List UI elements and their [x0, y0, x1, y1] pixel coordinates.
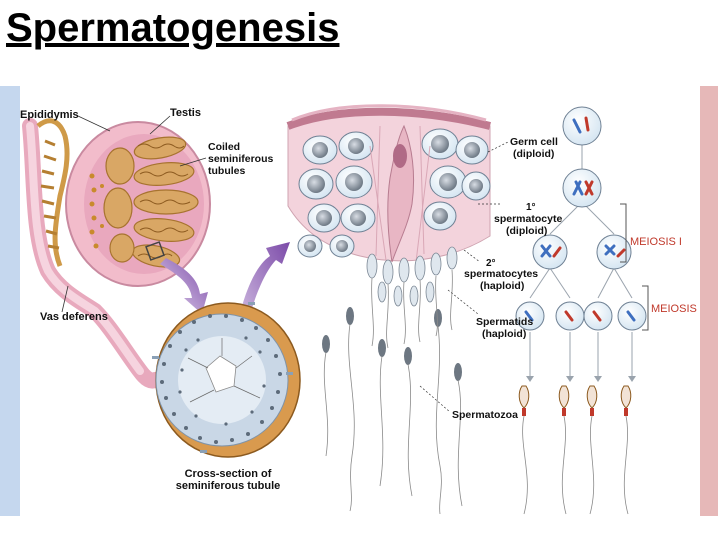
label-spermatids: Spermatids [476, 316, 533, 328]
left-accent-bar [0, 86, 20, 516]
testis-illustration [22, 115, 211, 389]
label-coiled-1: Coiled [208, 141, 240, 153]
figure-svg: Epididymis Testis Coiled seminiferous tu… [20, 104, 706, 515]
label-secondary-marker: 2° [486, 258, 496, 269]
slide-title: Spermatogenesis [6, 6, 340, 50]
label-germ-diploid: (diploid) [513, 148, 554, 160]
label-germ-cell: Germ cell [510, 136, 558, 148]
label-secondary-spermatocytes: spermatocytes [464, 268, 538, 280]
tubule-cross-section [152, 302, 301, 458]
spermatozoa-row [518, 385, 632, 515]
label-primary-diploid: (diploid) [506, 225, 547, 237]
label-coiled-3: tubules [208, 165, 245, 177]
zoom-arrow-cross-section [160, 258, 208, 314]
label-primary-marker: 1° [526, 202, 536, 213]
label-testis: Testis [170, 107, 201, 119]
right-accent-bar [700, 86, 718, 516]
label-meiosis-2: MEIOSIS II [651, 303, 700, 315]
label-spermatids-haploid: (haploid) [482, 328, 526, 340]
seminiferous-epithelium [286, 104, 491, 515]
label-vas-deferens: Vas deferens [40, 311, 108, 323]
label-coiled-2: seminiferous [208, 153, 274, 165]
meiosis-diagram [419, 106, 649, 515]
label-secondary-haploid: (haploid) [480, 280, 524, 292]
label-cross-section-2: seminiferous tubule [176, 480, 281, 492]
figure-labels: Epididymis Testis Coiled seminiferous tu… [20, 107, 706, 492]
label-primary-spermatocyte: spermatocyte [494, 213, 562, 225]
label-meiosis-1: MEIOSIS I [630, 236, 682, 248]
spermatogenesis-figure: Epididymis Testis Coiled seminiferous tu… [20, 86, 706, 516]
label-spermatozoa: Spermatozoa [452, 409, 518, 421]
label-epididymis: Epididymis [20, 109, 79, 121]
label-cross-section-1: Cross-section of [185, 468, 272, 480]
